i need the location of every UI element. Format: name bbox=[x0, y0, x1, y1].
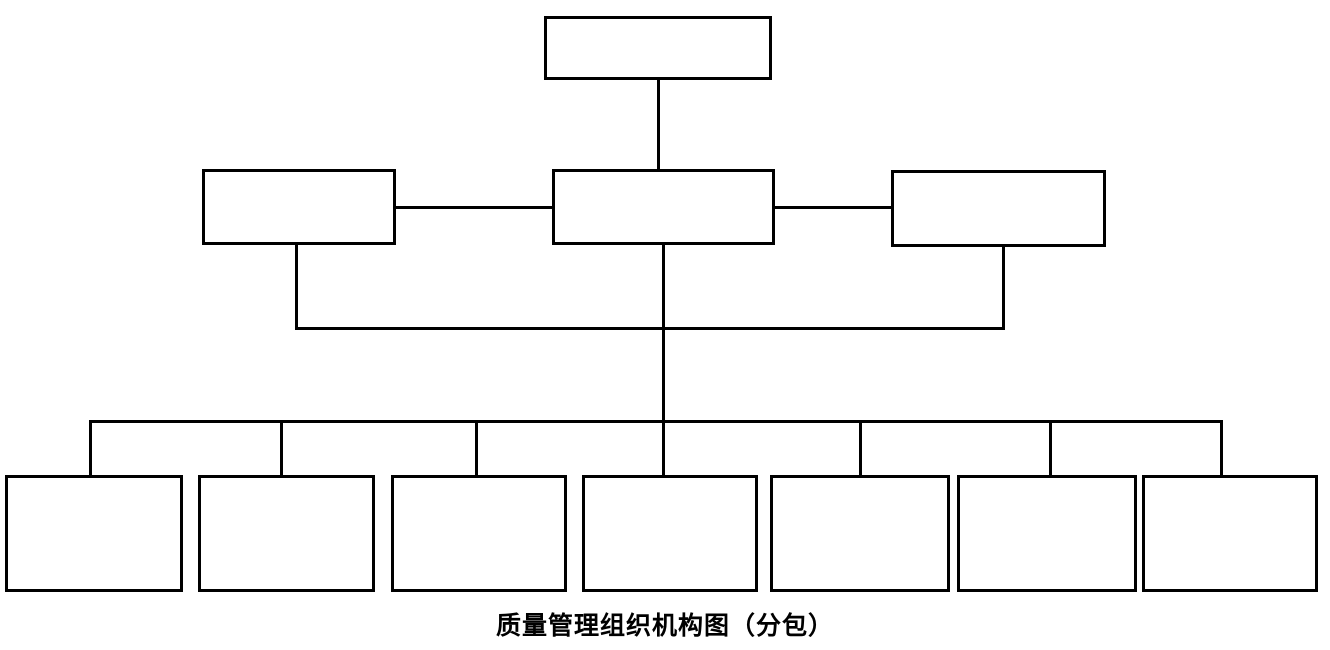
connector-center-trunk bbox=[662, 244, 665, 475]
org-box-level2-left bbox=[202, 169, 396, 245]
connector-drop-sub-5 bbox=[859, 420, 862, 476]
connector-distribution-bus bbox=[89, 420, 1223, 423]
org-box-level2-right bbox=[891, 170, 1106, 247]
org-box-sub-5 bbox=[770, 475, 950, 592]
connector-drop-sub-7 bbox=[1220, 420, 1223, 476]
connector-drop-sub-2 bbox=[280, 420, 283, 476]
connector-left-drop bbox=[295, 244, 298, 330]
connector-drop-sub-3 bbox=[475, 420, 478, 476]
org-box-sub-4 bbox=[582, 475, 758, 592]
org-box-sub-1 bbox=[5, 475, 183, 592]
connector-top-to-center bbox=[657, 78, 660, 170]
diagram-caption: 质量管理组织机构图（分包） bbox=[495, 611, 834, 640]
connector-center-to-right bbox=[773, 206, 893, 209]
org-box-sub-3 bbox=[391, 475, 567, 592]
connector-drop-sub-6 bbox=[1049, 420, 1052, 476]
connector-mid-bus bbox=[295, 327, 1005, 330]
org-box-sub-2 bbox=[198, 475, 375, 592]
org-box-level2-center bbox=[552, 169, 775, 245]
org-box-sub-7 bbox=[1142, 475, 1318, 592]
org-box-top bbox=[544, 16, 772, 80]
org-box-sub-6 bbox=[957, 475, 1137, 592]
connector-drop-sub-1 bbox=[89, 420, 92, 476]
connector-right-drop bbox=[1002, 246, 1005, 330]
connector-left-to-center bbox=[394, 206, 554, 209]
